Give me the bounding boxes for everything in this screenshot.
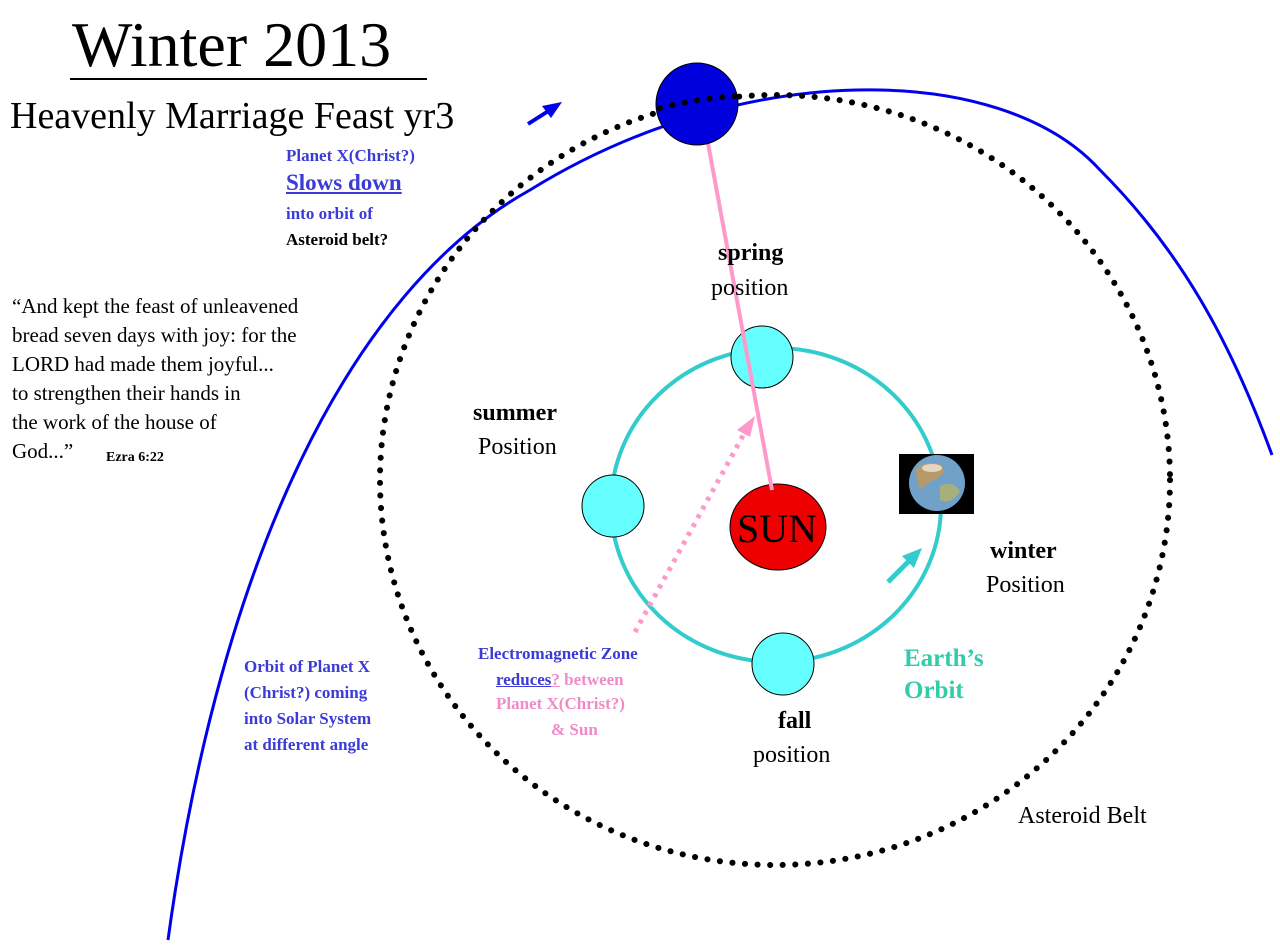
fall-sublabel: position [753, 742, 831, 768]
planet-x-note-line1: Planet X(Christ?) [286, 146, 415, 165]
spring-sublabel: position [711, 275, 789, 301]
title-underline [70, 78, 427, 80]
planet-x-note-line3: into orbit of [286, 204, 373, 223]
em-zone-line3: Planet X(Christ?) [496, 694, 625, 713]
em-zone-line4: & Sun [551, 720, 598, 739]
sun [729, 483, 827, 571]
em-zone-between: between [559, 670, 624, 689]
planet-x-direction-arrow [526, 108, 552, 126]
summer-position-marker [581, 474, 645, 538]
page-title: Winter 2013 [72, 9, 392, 80]
summer-label: summer [473, 400, 557, 426]
fall-label: fall [778, 708, 812, 734]
earths-orbit-label: Earth’s Orbit [904, 645, 984, 704]
planet-x [655, 62, 739, 146]
em-zone-line1: Electromagnetic Zone [478, 644, 638, 663]
planet-x-arrowhead [542, 102, 562, 118]
asteroid-belt-ring [377, 92, 1173, 868]
em-zone-arrow [632, 430, 748, 634]
sun-label: SUN [737, 506, 817, 551]
earth-globe-icon [899, 454, 974, 514]
em-zone-line2: reduces? between [496, 670, 624, 690]
page-subtitle: Heavenly Marriage Feast yr3 [10, 95, 455, 137]
winter-sublabel: Position [986, 572, 1065, 598]
em-zone-reduces: reduces [496, 670, 552, 689]
em-zone-arrowhead [737, 416, 755, 437]
spring-label: spring [718, 240, 784, 266]
planet-x-belt-overlay [657, 93, 741, 111]
fall-position-marker [751, 632, 815, 696]
planet-x-sun-link [698, 99, 774, 491]
earth-orbit-arrowhead [902, 548, 922, 568]
asteroid-belt-label: Asteroid Belt [1018, 803, 1147, 829]
scripture-quote: “And kept the feast of unleavened bread … [12, 294, 299, 463]
planet-x-note-line4: Asteroid belt? [286, 230, 389, 249]
winter-label: winter [990, 538, 1057, 564]
scripture-citation: Ezra 6:22 [106, 450, 164, 465]
planet-x-orbit-label: Orbit of Planet X (Christ?) coming into … [244, 657, 372, 754]
summer-sublabel: Position [478, 434, 557, 460]
earth-orbit-direction-arrow [886, 558, 912, 584]
planet-x-note-line2: Slows down [286, 170, 402, 195]
spring-position-marker [730, 325, 794, 389]
em-zone-question: ? [551, 670, 560, 689]
